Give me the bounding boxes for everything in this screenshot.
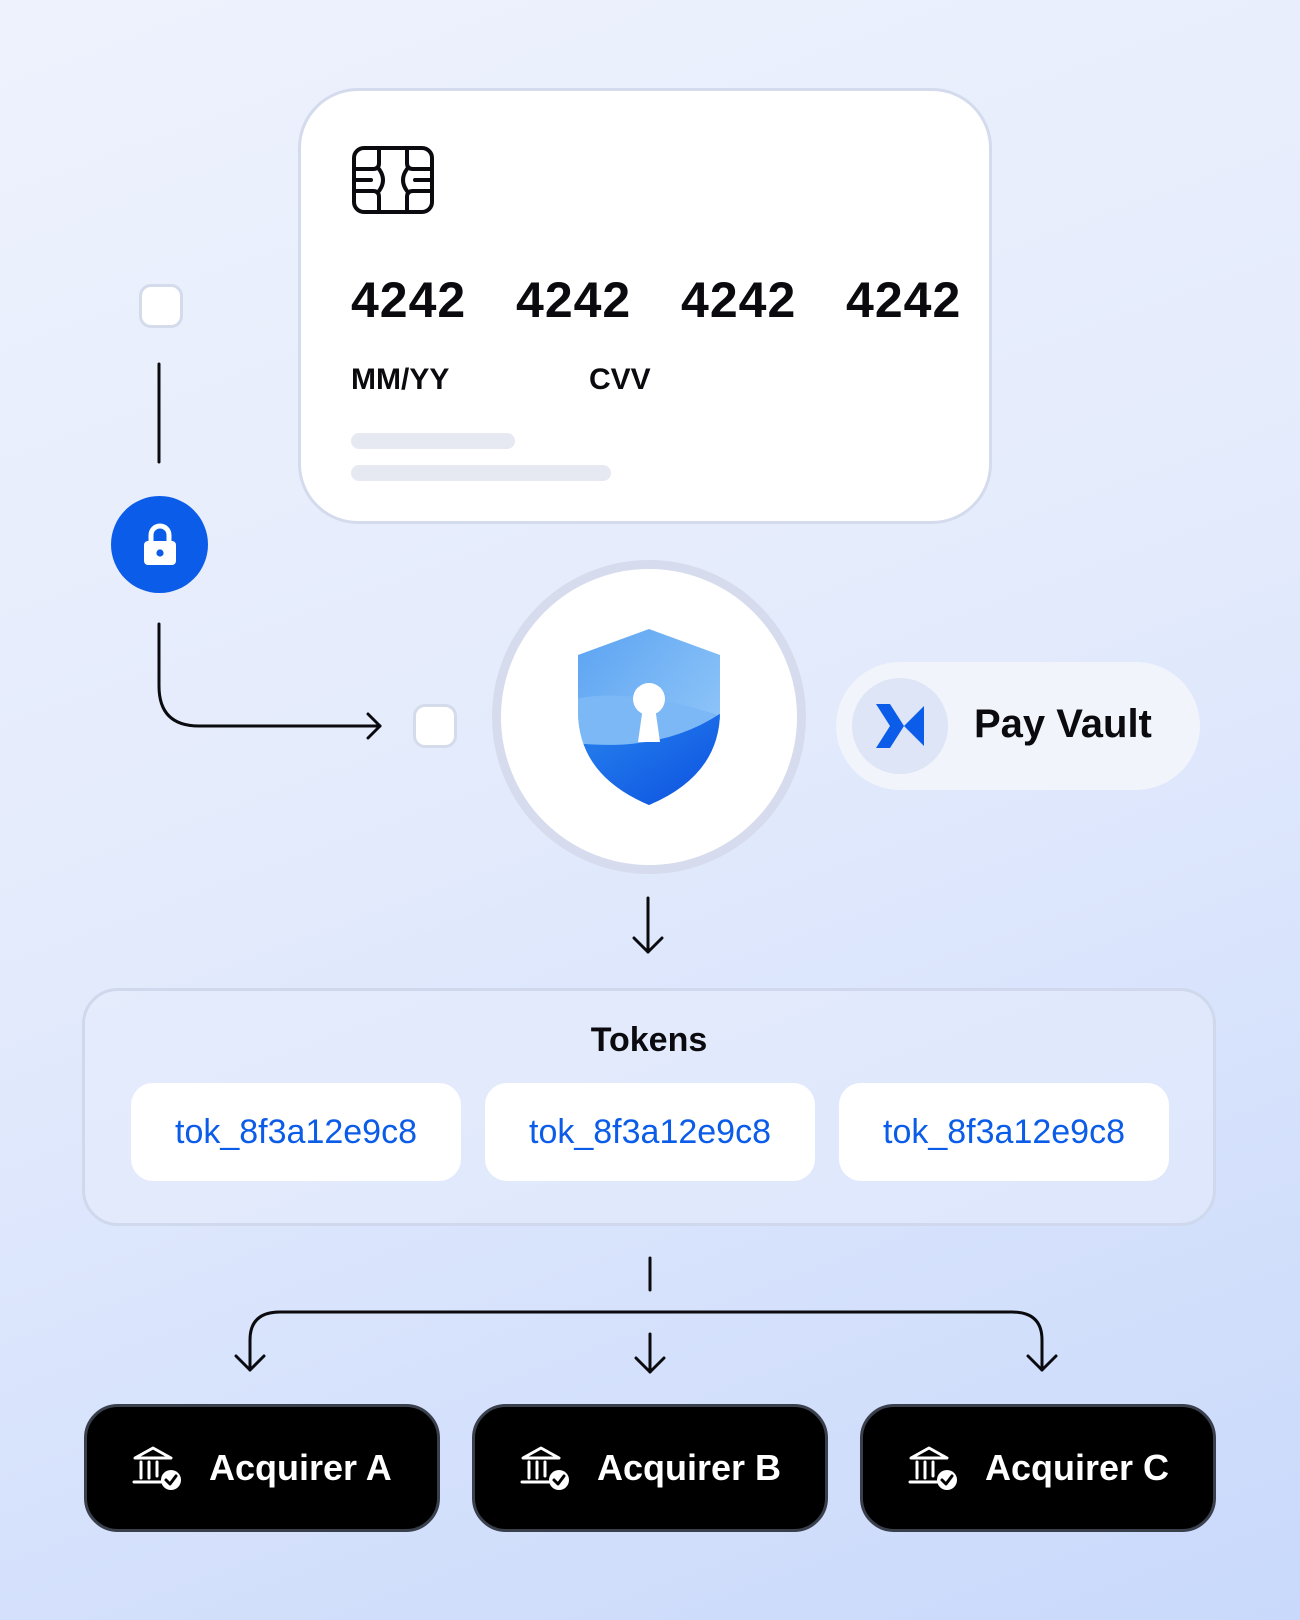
card-chip-icon xyxy=(352,146,434,214)
arrowhead-right xyxy=(366,712,382,740)
flow-node-card xyxy=(139,284,183,328)
acquirer-c: Acquirer C xyxy=(860,1404,1216,1532)
acquirer-name: Acquirer C xyxy=(985,1447,1170,1488)
shield-keyhole-icon xyxy=(578,629,720,805)
tokens-title: Tokens xyxy=(590,1021,708,1059)
payment-card: 4242 4242 4242 4242 MM/YY CVV xyxy=(298,88,992,524)
token-chip: tok_8f3a12e9c8 xyxy=(485,1083,815,1181)
flow-node-vault-input xyxy=(413,704,457,748)
brand-logo xyxy=(852,678,948,774)
arrowhead-down-b xyxy=(634,1356,666,1374)
arrowhead-down-tokens xyxy=(632,936,664,954)
bank-verified-icon xyxy=(520,1446,569,1490)
acquirer-name: Acquirer A xyxy=(209,1447,392,1488)
vault-shield xyxy=(492,560,806,874)
token-chip: tok_8f3a12e9c8 xyxy=(131,1083,461,1181)
tokens-panel: Tokens tok_8f3a12e9c8 tok_8f3a12e9c8 tok… xyxy=(82,988,1216,1226)
pay-vault-logo-icon xyxy=(876,704,924,748)
card-cvv-label: CVV xyxy=(589,363,651,396)
arrowhead-down-c xyxy=(1026,1354,1058,1372)
card-placeholder-line xyxy=(351,465,611,481)
encryption-badge xyxy=(111,496,208,593)
bank-verified-icon xyxy=(132,1446,181,1490)
brand-badge: Pay Vault xyxy=(836,662,1200,790)
acquirer-a: Acquirer A xyxy=(84,1404,440,1532)
arrowhead-down-a xyxy=(234,1354,266,1372)
card-expiry-label: MM/YY xyxy=(351,363,450,396)
brand-name: Pay Vault xyxy=(974,702,1152,746)
acquirer-b: Acquirer B xyxy=(472,1404,828,1532)
card-placeholder-line xyxy=(351,433,515,449)
card-number: 4242 4242 4242 4242 xyxy=(351,272,962,328)
connector-lock-to-vault xyxy=(157,622,382,728)
connector-branch xyxy=(248,1310,1044,1372)
bank-verified-icon xyxy=(908,1446,957,1490)
token-chip: tok_8f3a12e9c8 xyxy=(839,1083,1169,1181)
lock-icon xyxy=(143,523,176,565)
acquirer-name: Acquirer B xyxy=(597,1447,782,1488)
